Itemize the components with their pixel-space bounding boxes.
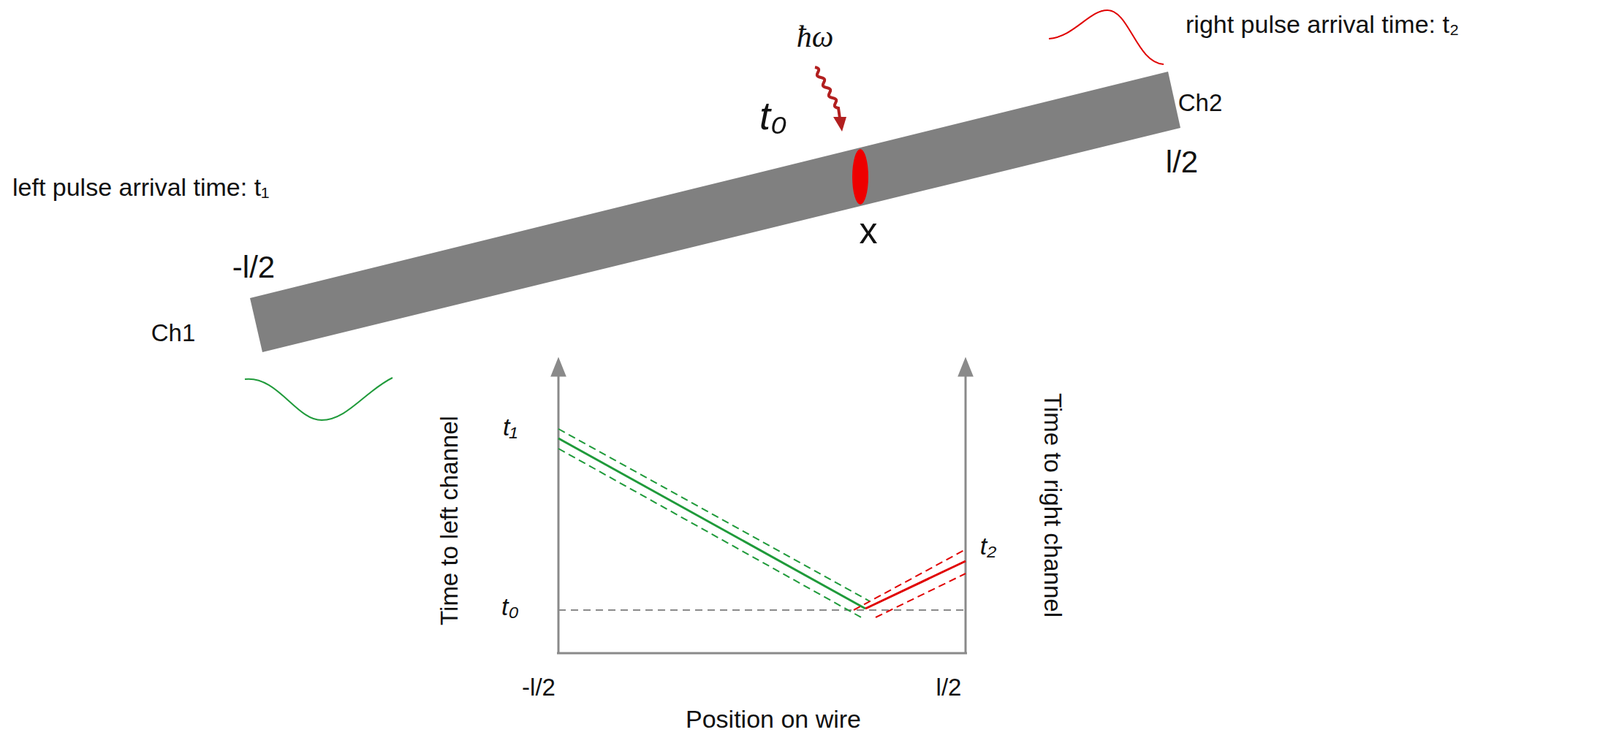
- channel-name: Ch1: [151, 320, 196, 345]
- axis-title: Time to right channel: [1040, 393, 1065, 618]
- time-label: t₀: [759, 95, 788, 136]
- axis: [964, 366, 968, 654]
- position-mark: x: [859, 212, 878, 250]
- tick-label: t₁: [502, 414, 518, 440]
- position-mark: -l/2: [232, 252, 275, 283]
- pulse-caption: left pulse arrival time: t₁: [12, 174, 270, 200]
- tick-label: t₂: [980, 533, 997, 559]
- tick-label: l/2: [936, 675, 962, 700]
- pulse-caption: right pulse arrival time: t₂: [1185, 11, 1459, 37]
- left-trace: [558, 429, 870, 602]
- position-mark: l/2: [1165, 146, 1198, 178]
- axis-title: Time to left channel: [436, 415, 461, 626]
- axis-title: Position on wire: [685, 706, 862, 732]
- axis: [556, 652, 968, 655]
- right-pulse: [1048, 10, 1164, 65]
- tick-label: -l/2: [521, 675, 556, 700]
- photon: [814, 67, 840, 119]
- hotspot: [852, 149, 869, 205]
- photon-energy: ħω: [796, 21, 834, 52]
- left-trace: [558, 448, 863, 619]
- wire: [249, 71, 1181, 353]
- t0-line: [558, 609, 966, 612]
- tick-label: t₀: [501, 594, 519, 620]
- channel-name: Ch2: [1178, 90, 1223, 115]
- photon-head: [833, 116, 847, 132]
- left-trace: [558, 438, 866, 609]
- right-trace: [865, 561, 966, 609]
- right-trace: [875, 573, 966, 618]
- left-pulse: [244, 377, 393, 421]
